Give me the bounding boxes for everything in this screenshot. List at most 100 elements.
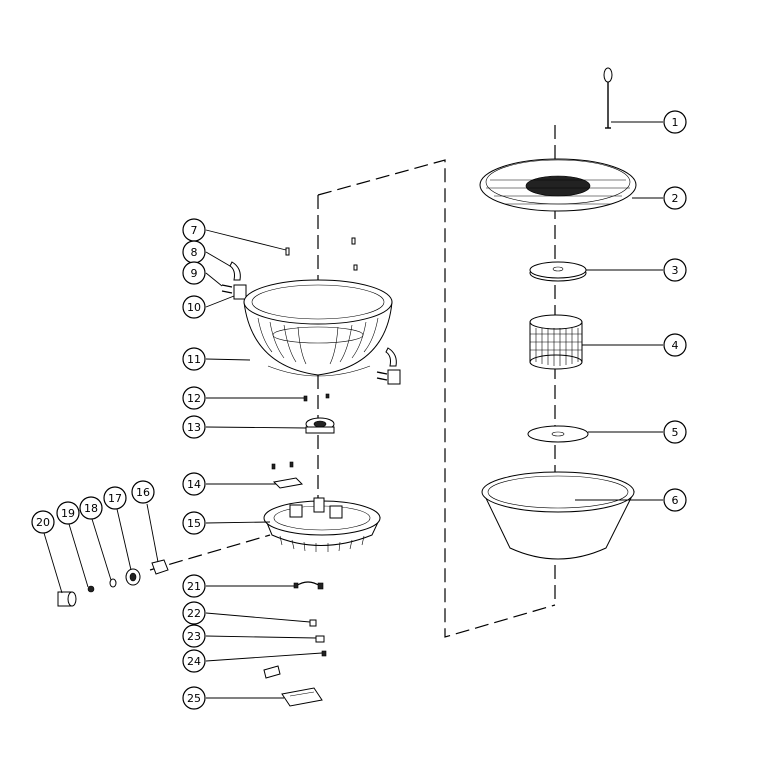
callout-label: 8 [191,246,198,259]
callout-circle [663,420,687,444]
callout-label: 5 [672,426,679,439]
part-18-washer [109,578,117,588]
callout-label: 15 [187,517,201,530]
callout-2: 2 [663,186,687,210]
callout-circle [182,649,206,673]
part-10-handle [233,284,401,385]
part-20-knob-cap [57,591,77,607]
callout-12: 12 [182,386,206,410]
callout-3: 3 [663,258,687,282]
callout-circle [182,386,206,410]
callout-label: 17 [108,492,122,505]
callout-17: 17 [103,486,127,510]
callout-8: 8 [182,240,206,264]
callout-circle [79,496,103,520]
callout-7: 7 [182,218,206,242]
callout-10: 10 [182,295,206,319]
part-3-lid [529,261,587,282]
callout-label: 18 [84,502,98,515]
callout-9: 9 [182,261,206,285]
callout-label: 12 [187,392,201,405]
callout-label: 14 [187,478,201,491]
callout-25: 25 [182,686,206,710]
part-4-charcoal-basket [529,314,583,370]
callout-circle [131,480,155,504]
leader-lines [43,121,663,699]
callout-circle [663,333,687,357]
part-23-connector [315,635,325,643]
callout-label: 13 [187,421,201,434]
part-6-outer-bowl [481,471,635,560]
part-1-rod [603,67,613,129]
part-2-grill-grate [479,158,637,212]
callout-label: 16 [136,486,150,499]
callout-21: 21 [182,574,206,598]
callout-circle [663,488,687,512]
callout-circle [31,510,55,534]
part-19-nut [87,585,95,593]
part-13-fan-holder [305,417,335,434]
callout-label: 25 [187,692,201,705]
callout-label: 7 [191,224,198,237]
callout-label: 9 [191,267,198,280]
callout-22: 22 [182,601,206,625]
part-17-dial [125,568,141,586]
callout-circle [182,574,206,598]
callout-11: 11 [182,347,206,371]
part-21-wire [293,581,324,590]
callout-18: 18 [79,496,103,520]
part-25-battery-box [263,665,323,707]
callout-15: 15 [182,511,206,535]
callout-circle [182,347,206,371]
callout-label: 20 [36,516,50,529]
assembly-guide-lines [149,125,556,638]
callout-label: 1 [672,116,679,129]
callout-14: 14 [182,472,206,496]
callout-6: 6 [663,488,687,512]
part-16-switch-housing [151,559,169,575]
callout-24: 24 [182,649,206,673]
callout-label: 10 [187,301,201,314]
callout-1: 1 [663,110,687,134]
callout-label: 11 [187,353,201,366]
callout-23: 23 [182,624,206,648]
callout-4: 4 [663,333,687,357]
callout-circle [182,295,206,319]
callout-circle [182,601,206,625]
part-12-screw [303,393,330,402]
part-24-pin [321,650,327,657]
callout-label: 2 [672,192,679,205]
callout-label: 6 [672,494,679,507]
callout-circle [663,186,687,210]
callout-label: 3 [672,264,679,277]
part-11-upper-housing [243,279,393,377]
callout-circle [182,472,206,496]
part-9-pins [221,284,388,381]
callout-20: 20 [31,510,55,534]
part-8-clip [229,261,397,367]
callout-label: 21 [187,580,201,593]
callout-16: 16 [131,480,155,504]
callout-5: 5 [663,420,687,444]
part-22-connector [309,619,317,627]
callout-circle [182,624,206,648]
callout-circle [56,501,80,525]
part-5-plate [527,425,589,443]
callout-label: 23 [187,630,201,643]
callout-layer: 1234567891011121314151617181920212223242… [31,110,687,710]
callout-circle [663,110,687,134]
callout-circle [182,415,206,439]
callout-label: 22 [187,607,201,620]
callout-circle [103,486,127,510]
part-7-screw [285,237,358,271]
callout-circle [663,258,687,282]
part-14-bracket [271,461,304,489]
callout-label: 4 [672,339,679,352]
callout-19: 19 [56,501,80,525]
callout-13: 13 [182,415,206,439]
callout-label: 24 [187,655,201,668]
callout-circle [182,686,206,710]
part-15-base [263,497,381,552]
callout-circle [182,261,206,285]
